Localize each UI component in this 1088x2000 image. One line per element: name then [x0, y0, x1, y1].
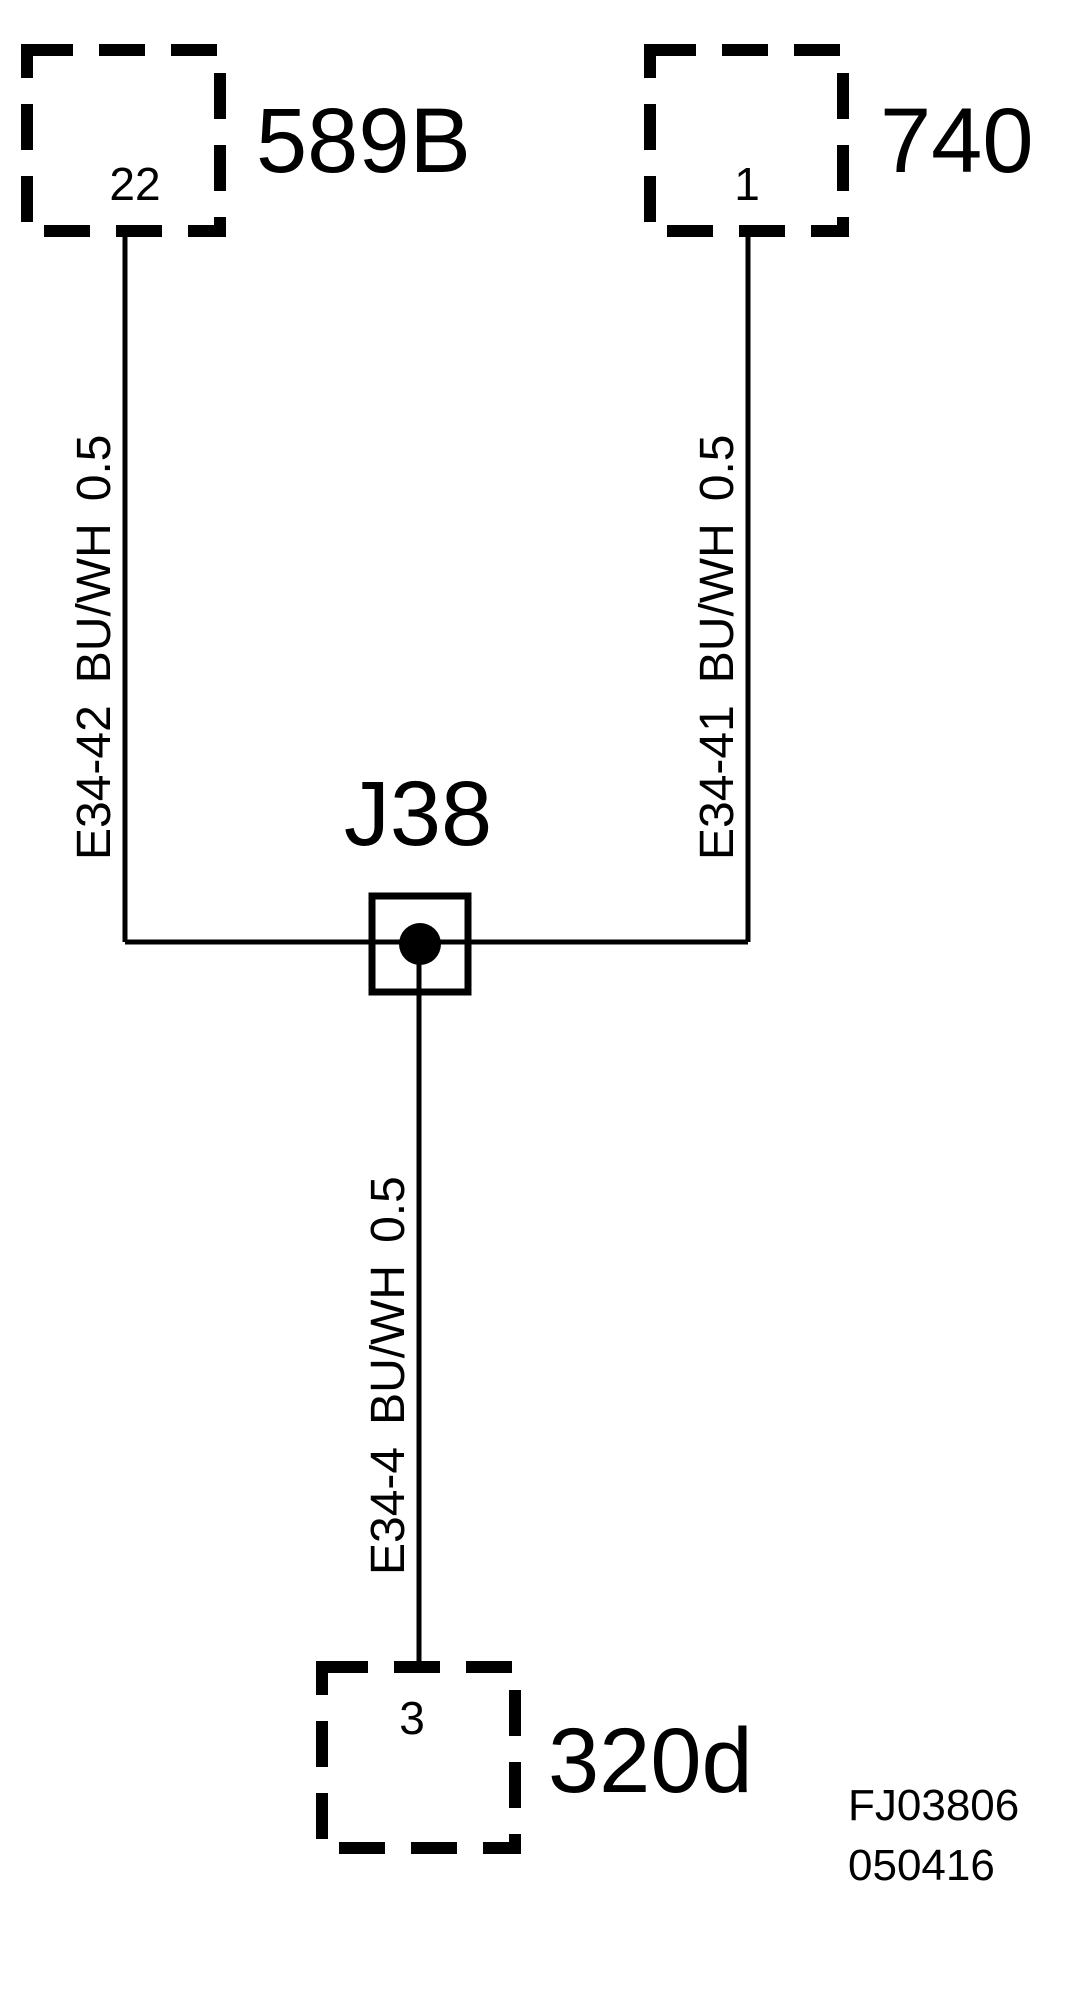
- wire-right-label: E34-41 BU/WH 0.5: [691, 435, 744, 861]
- wire-down-size: 0.5: [362, 1176, 415, 1243]
- connector-589b-label: 589B: [256, 90, 471, 192]
- svg-text:E34-42BU/WH0.5: E34-42 BU/WH 0.5: [68, 435, 121, 861]
- wire-right-circuit: E34-41: [691, 705, 744, 860]
- svg-text:E34-4BU/WH0.5: E34-4 BU/WH 0.5: [362, 1176, 415, 1575]
- reference-code: FJ03806: [848, 1781, 1019, 1830]
- wire-left-label: E34-42 BU/WH 0.5: [68, 435, 121, 861]
- connector-320d-label: 320d: [548, 1710, 753, 1812]
- connector-740: 1 740: [644, 44, 1034, 237]
- connector-320d: 3 320d: [316, 1661, 753, 1854]
- wire-left-color: BU/WH: [68, 523, 121, 683]
- wire-down-color: BU/WH: [362, 1265, 415, 1425]
- splice-j38-box: [368, 892, 472, 996]
- connector-320d-pin: 3: [399, 1692, 425, 1744]
- wire-right-color: BU/WH: [691, 523, 744, 683]
- connector-589b-pin: 22: [109, 158, 160, 210]
- wire-down-label: E34-4 BU/WH 0.5: [362, 1176, 415, 1575]
- wire-down-circuit: E34-4: [362, 1447, 415, 1575]
- splice-j38-label: J38: [344, 763, 492, 865]
- reference-date: 050416: [848, 1841, 995, 1890]
- wire-left-size: 0.5: [68, 435, 121, 502]
- splice-j38: J38: [344, 763, 492, 996]
- connector-740-label: 740: [880, 90, 1034, 192]
- reference-block: FJ03806 050416: [848, 1781, 1019, 1890]
- splice-j38-dot: [399, 923, 441, 965]
- wire-right-size: 0.5: [691, 435, 744, 502]
- connector-589b: 22 589B: [21, 44, 471, 237]
- wire-left-circuit: E34-42: [68, 705, 121, 860]
- connector-740-pin: 1: [734, 158, 760, 210]
- svg-text:E34-41BU/WH0.5: E34-41 BU/WH 0.5: [691, 435, 744, 861]
